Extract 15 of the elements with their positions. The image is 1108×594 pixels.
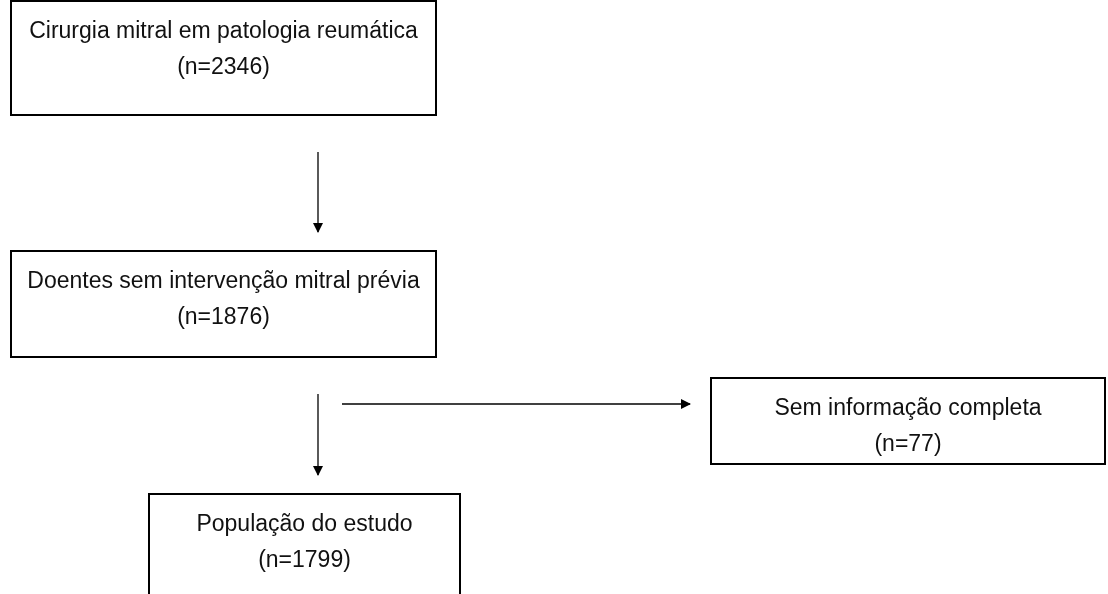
box-text: (n=1799) bbox=[258, 545, 351, 574]
box-text: Sem informação completa bbox=[774, 393, 1042, 422]
arrow bbox=[341, 399, 691, 409]
arrow bbox=[313, 393, 323, 476]
process-box bbox=[10, 0, 437, 116]
box-text: Cirurgia mitral em patologia reumática bbox=[29, 16, 418, 45]
process-box bbox=[148, 493, 461, 594]
process-box bbox=[10, 250, 437, 358]
box-text: (n=77) bbox=[874, 429, 942, 458]
box-text: (n=2346) bbox=[177, 52, 270, 81]
box-text: (n=1876) bbox=[177, 302, 270, 331]
box-text: População do estudo bbox=[196, 509, 413, 538]
process-box bbox=[710, 377, 1106, 465]
arrow bbox=[313, 151, 323, 233]
box-text: Doentes sem intervenção mitral prévia bbox=[27, 266, 420, 295]
